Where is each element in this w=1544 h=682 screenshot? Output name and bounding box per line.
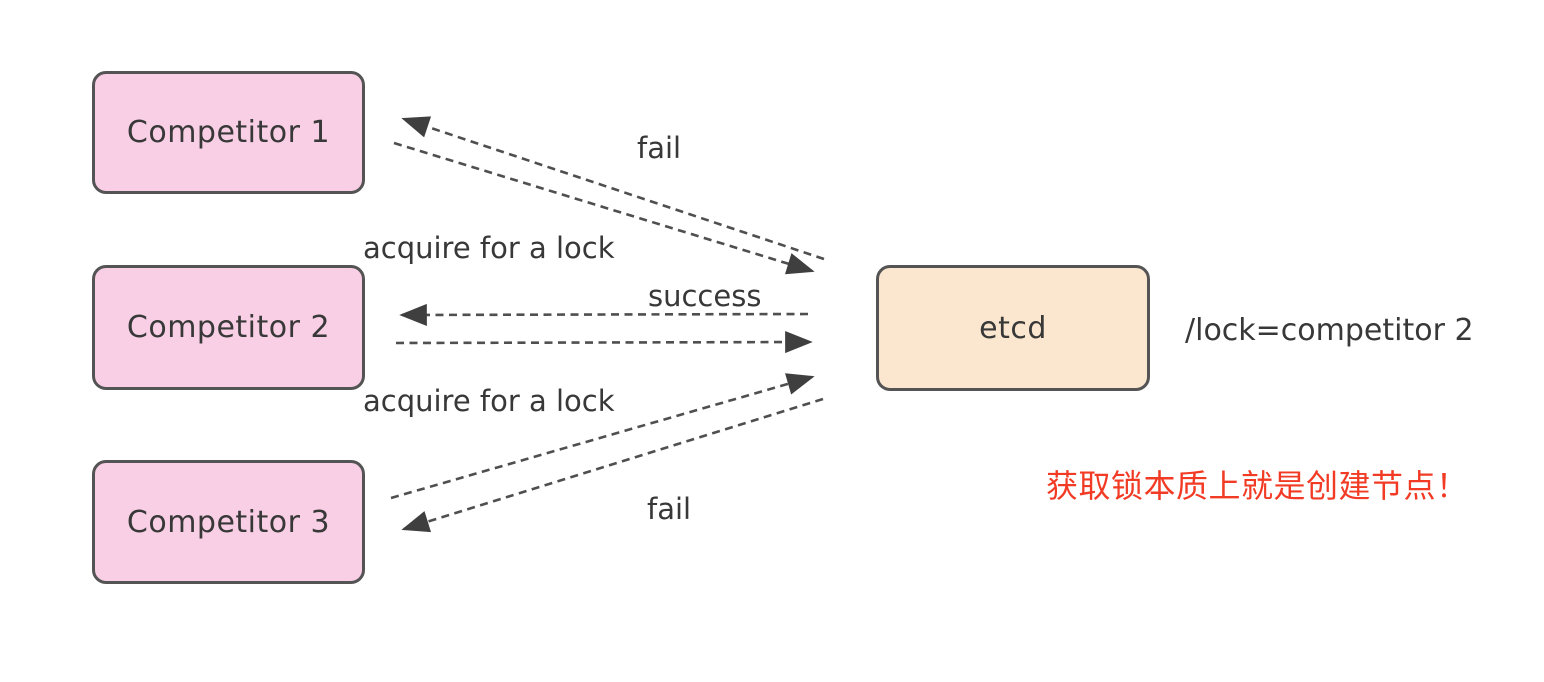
- red-note-annotation: 获取锁本质上就是创建节点！: [1046, 467, 1469, 505]
- edge-label-fail-top: fail: [637, 131, 682, 165]
- competitor-3-label: Competitor 3: [126, 504, 331, 540]
- competitor-2-label: Competitor 2: [126, 310, 331, 345]
- edge-label-acquire-competitor2: acquire for a lock: [363, 384, 615, 418]
- competitor-1-node: Competitor 1: [92, 71, 365, 194]
- edge-fail-to-competitor3: [401, 397, 824, 533]
- edge-label-success: success: [648, 279, 762, 313]
- competitor-1-label: Competitor 1: [126, 115, 331, 150]
- edge-fail-to-competitor1: [401, 116, 825, 261]
- edge-acquire-competitor2-to-etcd: [395, 331, 813, 354]
- edge-label-acquire-competitor1: acquire for a lock: [363, 231, 615, 265]
- edge-acquire-competitor1-to-etcd: [393, 141, 815, 275]
- etcd-label: etcd: [979, 310, 1047, 346]
- competitor-2-node: Competitor 2: [92, 265, 365, 390]
- edge-success-to-competitor2: [399, 303, 809, 326]
- lock-value-annotation: /lock=competitor 2: [1185, 313, 1474, 348]
- competitor-3-node: Competitor 3: [92, 460, 365, 584]
- etcd-node: etcd: [876, 265, 1150, 391]
- edge-acquire-competitor3-to-etcd: [390, 373, 815, 500]
- edge-label-fail-bottom: fail: [647, 492, 692, 526]
